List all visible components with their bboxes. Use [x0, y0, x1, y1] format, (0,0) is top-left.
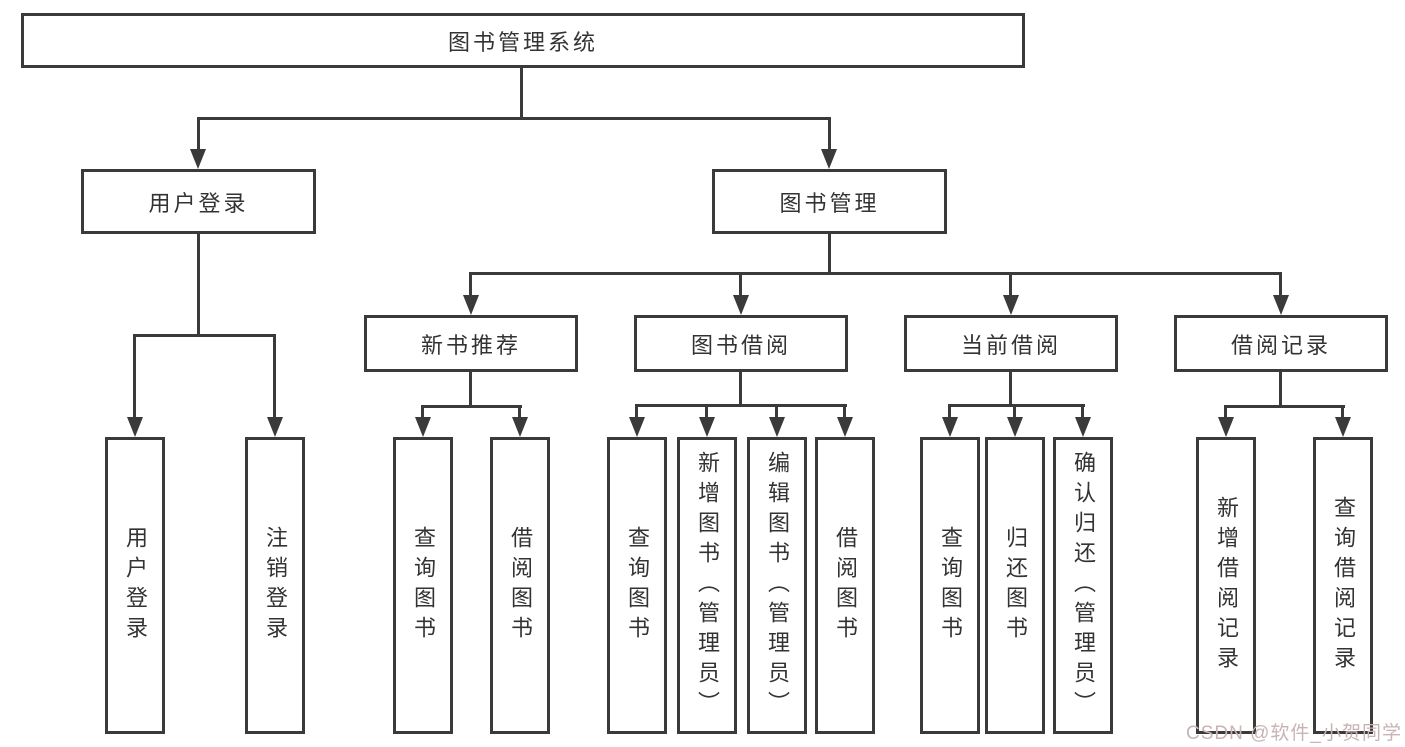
connector-bookmgmt-bar: [469, 272, 1282, 275]
node-current-borrowing: 当前借阅: [904, 315, 1118, 372]
leaf-add-books-admin-label: 新增图书（管理员）: [695, 450, 720, 721]
connector-userlogin-bar: [133, 334, 276, 337]
node-borrowing-records-label: 借阅记录: [1230, 332, 1331, 358]
leaf-confirm-return-admin: 确认归还（管理员）: [1053, 437, 1113, 734]
arrow-down-icon: [629, 417, 645, 437]
arrow-down-icon: [190, 149, 206, 169]
connector-root-stem: [520, 68, 523, 118]
node-library-system-label: 图书管理系统: [447, 29, 598, 55]
connector-bookmgmt-stem: [828, 234, 831, 274]
node-book-borrowing: 图书借阅: [634, 315, 848, 372]
arrow-down-icon: [942, 417, 958, 437]
arrow-down-icon: [1273, 295, 1289, 315]
arrow-down-icon: [1075, 417, 1091, 437]
connector-borrowrecord-drop-1: [1224, 405, 1227, 419]
leaf-query-books-current: 查询图书: [920, 437, 980, 734]
leaf-add-borrow-record-label: 新增借阅记录: [1214, 495, 1239, 676]
leaf-logout-label: 注销登录: [263, 525, 288, 646]
connector-bookborrow-drop-1: [635, 404, 638, 419]
arrow-down-icon: [821, 149, 837, 169]
connector-currentborrow-bar: [948, 404, 1085, 407]
node-user-login-label: 用户登录: [148, 190, 249, 216]
connector-borrowrecord-bar: [1224, 405, 1345, 408]
leaf-add-borrow-record: 新增借阅记录: [1196, 437, 1256, 734]
arrow-down-icon: [512, 417, 528, 437]
arrow-down-icon: [1003, 295, 1019, 315]
connector-userlogin-drop-2: [273, 334, 276, 418]
leaf-borrow-books-recommend-label: 借阅图书: [508, 525, 533, 646]
connector-bookborrow-drop-4: [843, 404, 846, 419]
node-new-book-recommend: 新书推荐: [364, 315, 578, 372]
leaf-edit-books-admin-label: 编辑图书（管理员）: [765, 450, 790, 721]
node-book-management: 图书管理: [712, 169, 947, 234]
leaf-borrow-books: 借阅图书: [815, 437, 875, 734]
leaf-user-login-label: 用户登录: [123, 525, 148, 646]
connector-newbook-bar: [421, 405, 522, 408]
connector-currentborrow-stem: [1009, 372, 1012, 406]
connector-currentborrow-drop-1: [948, 404, 951, 419]
node-book-management-label: 图书管理: [779, 190, 880, 216]
connector-borrowrecord-stem: [1279, 372, 1282, 407]
leaf-borrow-books-recommend: 借阅图书: [490, 437, 550, 734]
arrow-down-icon: [699, 417, 715, 437]
arrow-down-icon: [267, 417, 283, 437]
leaf-borrow-books-label: 借阅图书: [833, 525, 858, 646]
arrow-down-icon: [127, 417, 143, 437]
node-new-book-recommend-label: 新书推荐: [420, 332, 521, 358]
leaf-confirm-return-admin-label: 确认归还（管理员）: [1071, 450, 1096, 721]
node-current-borrowing-label: 当前借阅: [960, 332, 1061, 358]
leaf-edit-books-admin: 编辑图书（管理员）: [747, 437, 807, 734]
connector-root-drop-left: [197, 117, 200, 150]
connector-bookmgmt-drop-2: [739, 272, 742, 297]
leaf-query-borrow-record-label: 查询借阅记录: [1331, 495, 1356, 676]
connector-bookborrow-bar: [635, 404, 847, 407]
connector-userlogin-drop-1: [133, 334, 136, 418]
connector-bookborrow-stem: [739, 372, 742, 406]
node-user-login: 用户登录: [81, 169, 316, 234]
connector-userlogin-stem: [197, 234, 200, 335]
leaf-return-books: 归还图书: [985, 437, 1045, 734]
arrow-down-icon: [733, 295, 749, 315]
leaf-user-login: 用户登录: [105, 437, 165, 734]
arrow-down-icon: [1335, 417, 1351, 437]
leaf-add-books-admin: 新增图书（管理员）: [677, 437, 737, 734]
connector-borrowrecord-drop-2: [1341, 405, 1344, 419]
node-borrowing-records: 借阅记录: [1174, 315, 1388, 372]
leaf-query-books-recommend: 查询图书: [393, 437, 453, 734]
connector-bookmgmt-drop-4: [1279, 272, 1282, 297]
leaf-query-borrow-record: 查询借阅记录: [1313, 437, 1373, 734]
connector-bookborrow-drop-2: [705, 404, 708, 419]
leaf-logout: 注销登录: [245, 437, 305, 734]
connector-root-bar: [197, 117, 831, 120]
leaf-return-books-label: 归还图书: [1003, 525, 1028, 646]
connector-bookborrow-drop-3: [775, 404, 778, 419]
csdn-watermark: CSDN @软件_小贺同学: [1186, 723, 1402, 744]
connector-currentborrow-drop-3: [1081, 404, 1084, 419]
leaf-query-books-borrowing-label: 查询图书: [625, 525, 650, 646]
connector-newbook-drop-1: [421, 405, 424, 419]
connector-newbook-stem: [469, 372, 472, 407]
connector-newbook-drop-2: [518, 405, 521, 419]
arrow-down-icon: [1218, 417, 1234, 437]
arrow-down-icon: [415, 417, 431, 437]
arrow-down-icon: [837, 417, 853, 437]
leaf-query-books-recommend-label: 查询图书: [411, 525, 436, 646]
leaf-query-books-current-label: 查询图书: [938, 525, 963, 646]
connector-currentborrow-drop-2: [1013, 404, 1016, 419]
connector-bookmgmt-drop-1: [469, 272, 472, 297]
node-book-borrowing-label: 图书借阅: [690, 332, 791, 358]
arrow-down-icon: [769, 417, 785, 437]
arrow-down-icon: [463, 295, 479, 315]
connector-bookmgmt-drop-3: [1009, 272, 1012, 297]
leaf-query-books-borrowing: 查询图书: [607, 437, 667, 734]
node-library-system: 图书管理系统: [21, 13, 1025, 68]
connector-root-drop-right: [828, 117, 831, 150]
arrow-down-icon: [1007, 417, 1023, 437]
